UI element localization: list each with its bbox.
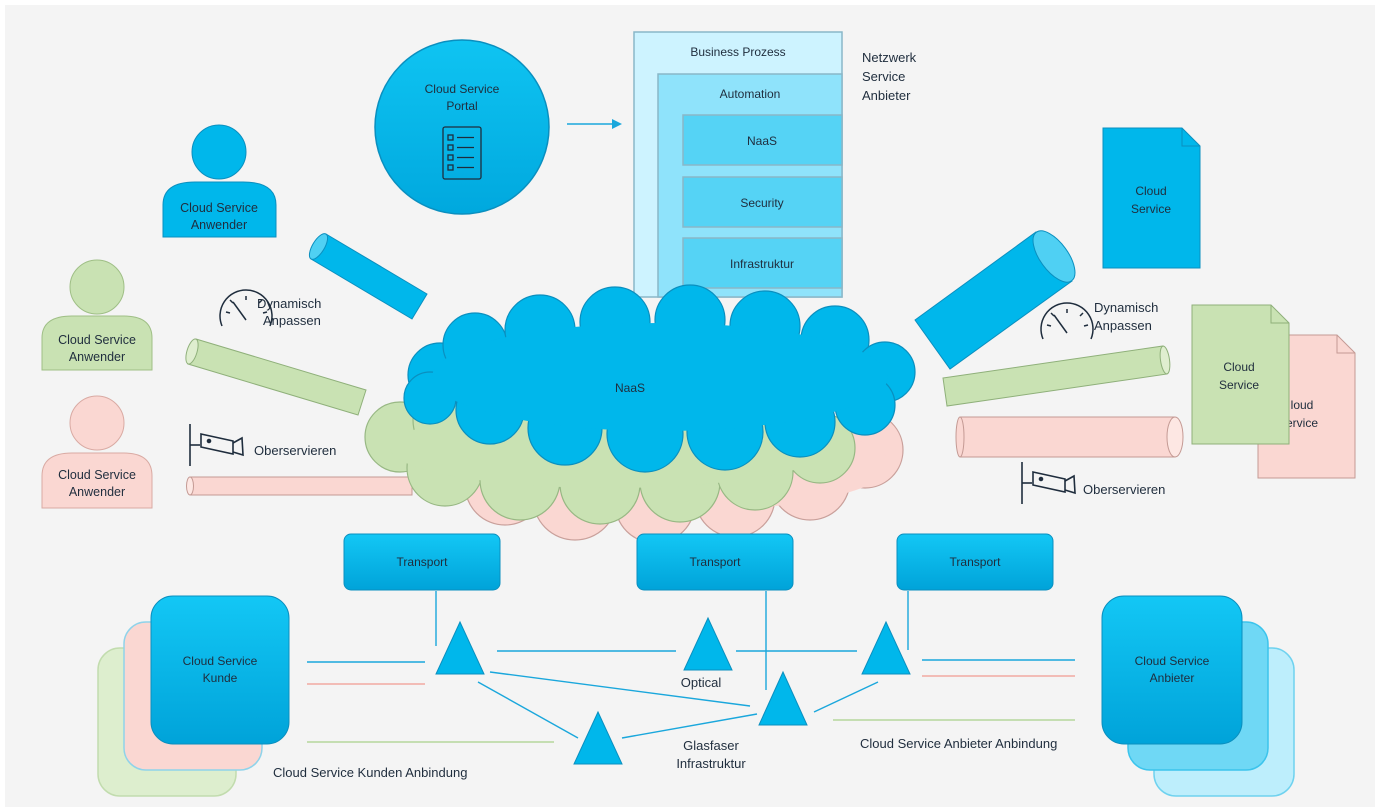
- cloud-naas-label: NaaS: [615, 381, 645, 395]
- triangle-node-icon: [435, 616, 911, 765]
- stack-infrastructure-label: Infrastruktur: [730, 257, 794, 271]
- cloud-service-pink-line2: ervice: [1286, 416, 1318, 430]
- pipe-pink-right: [955, 416, 1184, 458]
- portal-label-line2: Portal: [446, 99, 477, 113]
- obs-right-label: Oberservieren: [1083, 482, 1165, 497]
- checklist-icon: [442, 126, 482, 180]
- user-label-line1: Cloud Service: [58, 333, 136, 347]
- provider-caption: Netzwerk Service Anbieter: [862, 50, 917, 103]
- document-icon[interactable]: Cloud Service: [1102, 127, 1201, 269]
- optical-label: Optical: [681, 675, 722, 690]
- user-icon: [162, 124, 277, 238]
- cloud-service-blue-line1: Cloud: [1135, 184, 1166, 198]
- transport-box-1[interactable]: Transport: [343, 533, 501, 591]
- stack-naas-label: NaaS: [747, 134, 777, 148]
- customer-link-label: Cloud Service Kunden Anbindung: [273, 765, 467, 780]
- dyn-left-line2: Anpassen: [263, 313, 321, 328]
- cloud-service-blue-line2: Service: [1131, 202, 1171, 216]
- obs-left-label: Oberservieren: [254, 443, 336, 458]
- customer-label-line2: Kunde: [203, 671, 238, 685]
- transport-label: Transport: [950, 555, 1002, 569]
- cloud-service-customer[interactable]: Cloud Service Kunde: [97, 595, 290, 797]
- camera-icon: [1021, 462, 1076, 504]
- cloud-service-pink-line1: loud: [1291, 398, 1314, 412]
- stack-business-label: Business Prozess: [690, 45, 785, 59]
- provider-link-label: Cloud Service Anbieter Anbindung: [860, 736, 1057, 751]
- transport-label: Transport: [397, 555, 449, 569]
- cloud-service-portal[interactable]: Cloud Service Portal: [374, 39, 550, 215]
- camera-icon: [189, 424, 244, 466]
- user-green[interactable]: Cloud Service Anwender: [41, 259, 153, 371]
- pipe-green-right: [942, 345, 1171, 407]
- user-icon: [41, 395, 153, 509]
- pipe-blue-left: [308, 233, 428, 320]
- provider-caption-line1: Netzwerk: [862, 50, 917, 65]
- user-blue[interactable]: Cloud Service Anwender: [162, 124, 277, 238]
- provider-caption-line2: Service: [862, 69, 905, 84]
- speedometer-icon: [219, 289, 273, 327]
- stack-security-label: Security: [740, 196, 783, 210]
- portal-arrow: [567, 119, 622, 129]
- cloud-naas[interactable]: NaaS: [403, 284, 916, 473]
- customer-label-line1: Cloud Service: [183, 654, 258, 668]
- user-label-line1: Cloud Service: [180, 201, 258, 215]
- speedometer-icon: [1040, 302, 1094, 340]
- stack-automation-label: Automation: [720, 87, 781, 101]
- document-icon[interactable]: Cloud Service: [1191, 304, 1290, 445]
- user-icon: [41, 259, 153, 371]
- dyn-right-line2: Anpassen: [1094, 318, 1152, 333]
- connection-lines: [307, 591, 1075, 739]
- user-label-line2: Anwender: [69, 485, 125, 499]
- user-label-line1: Cloud Service: [58, 468, 136, 482]
- user-label-line2: Anwender: [69, 350, 125, 364]
- transport-label: Transport: [690, 555, 742, 569]
- dyn-left-line1: Dynamisch: [257, 296, 321, 311]
- provider-label-line2: Anbieter: [1150, 671, 1195, 685]
- cloud-service-green-line2: Service: [1219, 378, 1259, 392]
- dyn-right-line1: Dynamisch: [1094, 300, 1158, 315]
- user-label-line2: Anwender: [191, 218, 247, 232]
- portal-label-line1: Cloud Service: [425, 82, 500, 96]
- cloud-service-green-line1: Cloud: [1223, 360, 1254, 374]
- user-pink[interactable]: Cloud Service Anwender: [41, 395, 153, 509]
- cloud-service-provider[interactable]: Cloud Service Anbieter: [1101, 595, 1295, 797]
- transport-box-3[interactable]: Transport: [896, 533, 1054, 591]
- pipe-pink-left: [186, 476, 413, 496]
- provider-label-line1: Cloud Service: [1135, 654, 1210, 668]
- pipe-blue-right: [914, 230, 1076, 370]
- fiber-label-line2: Infrastruktur: [676, 756, 746, 771]
- fiber-label-line1: Glasfaser: [683, 738, 739, 753]
- provider-caption-line3: Anbieter: [862, 88, 911, 103]
- transport-box-2[interactable]: Transport: [636, 533, 794, 591]
- service-stack: Business Prozess Automation NaaS Securit…: [633, 31, 843, 298]
- pipe-green-left: [185, 338, 367, 416]
